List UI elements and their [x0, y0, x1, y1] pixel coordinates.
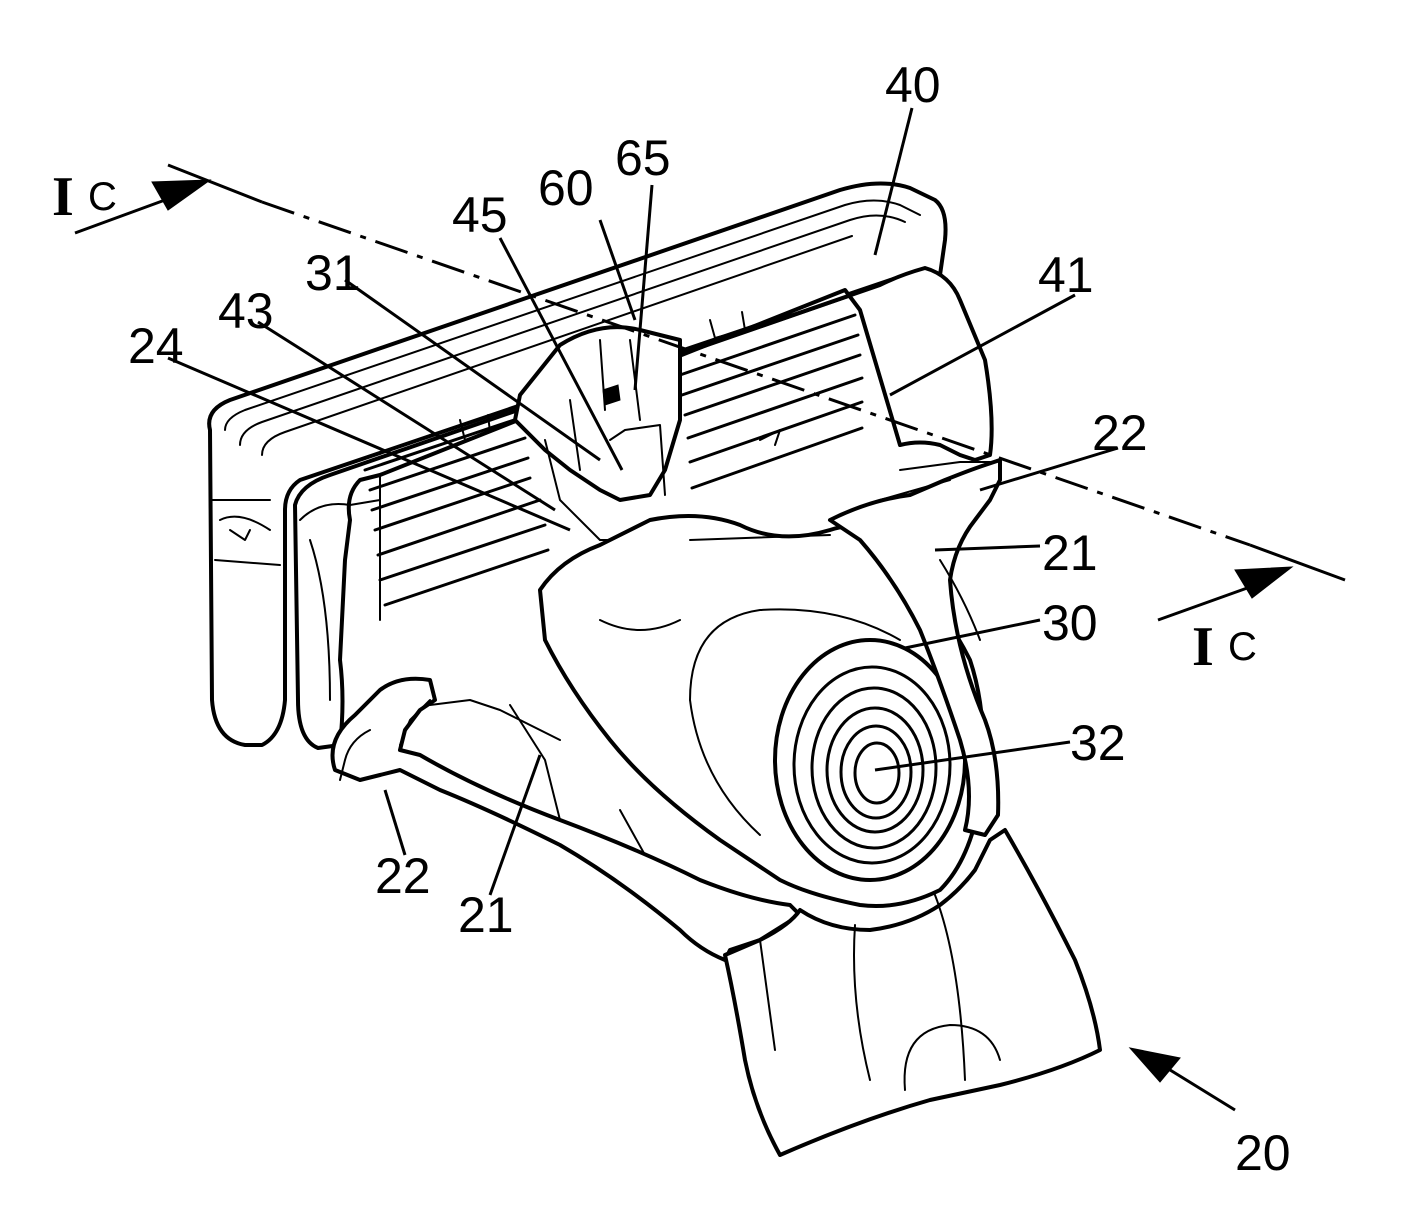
section-marker-right: I C	[1192, 616, 1257, 678]
label-60: 60	[538, 160, 594, 216]
label-24: 24	[128, 318, 184, 374]
section-letter-right: I	[1192, 616, 1214, 678]
label-32: 32	[1070, 715, 1126, 771]
section-marker-left: I C	[52, 166, 117, 228]
label-65: 65	[615, 130, 671, 186]
label-30: 30	[1042, 595, 1098, 651]
label-43: 43	[218, 283, 274, 339]
label-21-right: 21	[1042, 525, 1098, 581]
label-45: 45	[452, 187, 508, 243]
label-31: 31	[305, 245, 361, 301]
label-20: 20	[1235, 1125, 1291, 1181]
section-arrow-right	[1158, 567, 1292, 620]
label-40: 40	[885, 57, 941, 113]
section-letter-left: I	[52, 166, 74, 228]
section-suffix-right: C	[1228, 625, 1257, 669]
section-suffix-left: C	[88, 175, 117, 219]
label-22-left: 22	[375, 848, 431, 904]
label-41: 41	[1038, 247, 1094, 303]
label-22-right: 22	[1092, 405, 1148, 461]
label-21-left: 21	[458, 887, 514, 943]
